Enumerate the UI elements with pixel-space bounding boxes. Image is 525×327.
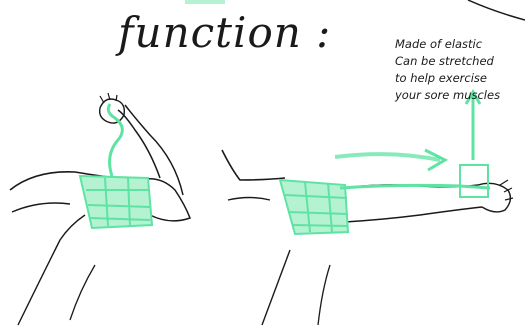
page-title: function : xyxy=(118,8,331,57)
right-elastic-band xyxy=(280,92,490,234)
corner-stroke xyxy=(468,0,525,20)
top-smudge xyxy=(185,0,225,4)
note-line: Can be stretched xyxy=(395,53,523,70)
note-line: your sore muscles xyxy=(395,87,523,104)
note-line: to help exercise xyxy=(395,70,523,87)
annotation-note: Made of elastic Can be stretched to help… xyxy=(395,36,523,104)
right-arm-figure xyxy=(222,150,513,325)
note-line: Made of elastic xyxy=(395,36,523,53)
